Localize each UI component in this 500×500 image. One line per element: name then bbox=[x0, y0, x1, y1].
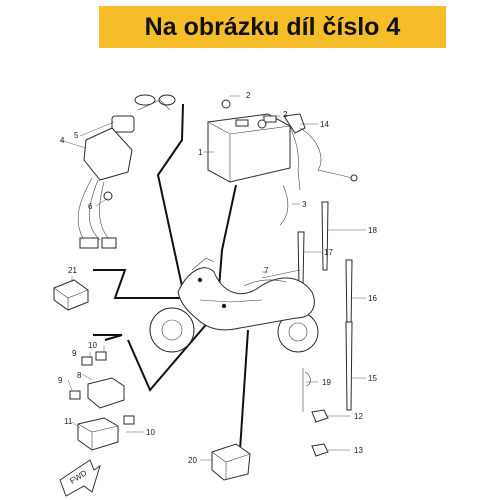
key-head-2 bbox=[158, 94, 176, 106]
battery-edges bbox=[207, 121, 291, 182]
tie-16 bbox=[345, 259, 353, 331]
part-number: 15 bbox=[368, 374, 377, 383]
fuse-10b bbox=[123, 415, 135, 425]
scooter-details bbox=[191, 257, 287, 303]
part-number: 8 bbox=[77, 371, 82, 380]
key-head bbox=[134, 94, 156, 106]
bolt-2b bbox=[257, 119, 267, 129]
bolt-6 bbox=[103, 191, 113, 201]
battery-cable bbox=[289, 125, 301, 191]
battery-assembly bbox=[204, 95, 358, 226]
key-cylinder bbox=[111, 115, 135, 133]
connector-12 bbox=[311, 409, 329, 423]
part-labels: 1 2 2 3 4 5 6 7 8 9 9 10 10 11 12 13 14 … bbox=[58, 91, 377, 465]
terminal-b bbox=[263, 115, 277, 123]
tie-17 bbox=[297, 231, 305, 286]
part-number: 9 bbox=[58, 376, 63, 385]
cable-ties bbox=[297, 201, 366, 412]
part-number: 17 bbox=[324, 248, 333, 257]
part-number: 18 bbox=[368, 226, 377, 235]
seat-line bbox=[261, 269, 301, 279]
part-number: 6 bbox=[88, 202, 93, 211]
connectors bbox=[311, 409, 350, 457]
banner-title: Na obrázku díl číslo 4 bbox=[144, 12, 401, 41]
scooter-illustration bbox=[149, 257, 319, 353]
part-number: 1 bbox=[198, 148, 203, 157]
fuse-box-assembly bbox=[67, 346, 144, 451]
part-number: 21 bbox=[68, 266, 77, 275]
fuse-holder-8 bbox=[87, 377, 125, 409]
connector-b bbox=[101, 237, 117, 249]
terminal-a bbox=[235, 119, 249, 127]
part-number: 19 bbox=[322, 378, 331, 387]
relay-body bbox=[53, 279, 89, 311]
fuse-9b bbox=[69, 390, 81, 400]
part-number: 12 bbox=[354, 412, 363, 421]
bolt-2a bbox=[221, 99, 231, 109]
fuse-10a bbox=[95, 351, 107, 361]
part-number: 3 bbox=[302, 200, 307, 209]
bracket-top-left bbox=[156, 103, 186, 301]
part-number: 14 bbox=[320, 120, 329, 129]
switch-wires bbox=[77, 177, 111, 241]
part-number: 20 bbox=[188, 456, 197, 465]
switch-body bbox=[83, 127, 133, 181]
bracket-left bbox=[93, 269, 180, 299]
bracket-top bbox=[217, 184, 237, 301]
marker-a bbox=[197, 277, 203, 283]
part-number: 2 bbox=[246, 91, 251, 100]
fwd-arrow: FWD bbox=[59, 459, 101, 497]
part-number: 7 bbox=[264, 266, 269, 275]
clamp-19 bbox=[302, 368, 311, 412]
scooter-body bbox=[177, 267, 315, 331]
title-banner: Na obrázku díl číslo 4 bbox=[99, 6, 446, 48]
part-number: 2 bbox=[283, 110, 288, 119]
bracket-bottom bbox=[239, 329, 249, 451]
ignition-switch-assembly bbox=[59, 94, 176, 249]
tie-15 bbox=[345, 321, 353, 411]
unit-20 bbox=[211, 443, 251, 481]
relay-21 bbox=[53, 276, 89, 311]
part-number: 4 bbox=[60, 136, 65, 145]
part-20 bbox=[200, 443, 251, 481]
fuse-9a bbox=[81, 356, 93, 366]
fuse-cover-11 bbox=[77, 417, 119, 451]
key-shaft bbox=[137, 99, 171, 111]
part-number: 10 bbox=[146, 428, 155, 437]
part-number: 9 bbox=[72, 349, 77, 358]
fwd-arrow-shape bbox=[59, 459, 101, 497]
connector-13 bbox=[311, 443, 329, 457]
battery-body bbox=[207, 113, 291, 183]
part-number: 16 bbox=[368, 294, 377, 303]
cable-14 bbox=[299, 127, 353, 179]
part-number: 13 bbox=[354, 446, 363, 455]
part-number: 5 bbox=[74, 131, 79, 140]
cable-14-terminal bbox=[283, 113, 306, 134]
front-wheel bbox=[149, 307, 195, 353]
vent-hose-3 bbox=[279, 184, 289, 226]
bracket-mid bbox=[93, 334, 123, 341]
tie-18 bbox=[321, 201, 329, 271]
cable-14-end bbox=[350, 174, 358, 182]
part-number: 10 bbox=[88, 341, 97, 350]
part-number: 11 bbox=[64, 417, 73, 426]
marker-b bbox=[221, 303, 227, 309]
connector-a bbox=[79, 237, 99, 249]
